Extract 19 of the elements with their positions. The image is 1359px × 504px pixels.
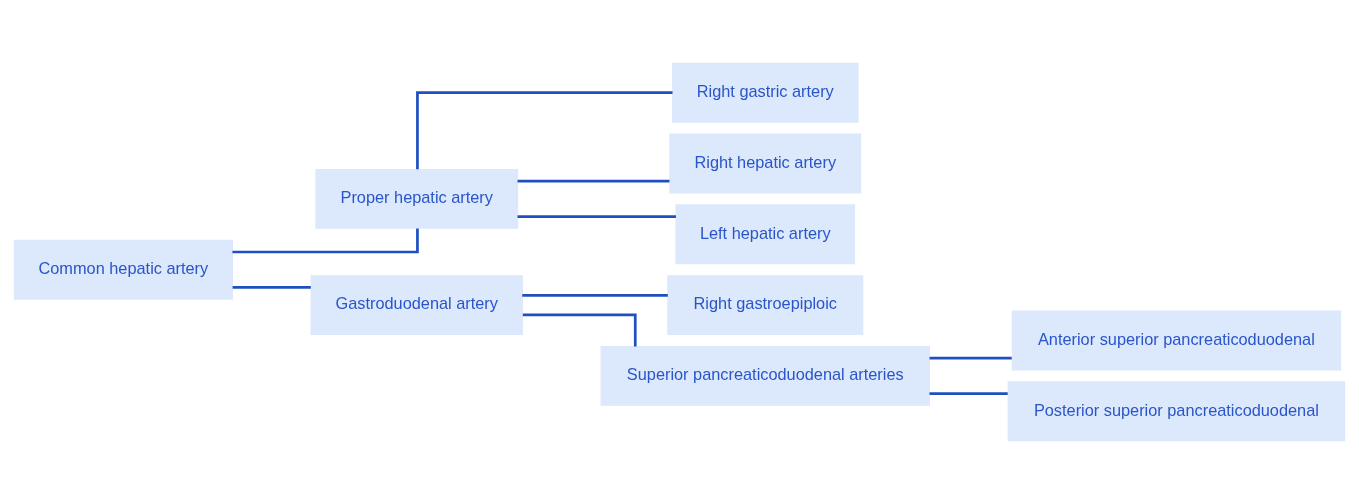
node-box: Left hepatic artery xyxy=(675,204,856,265)
node-box: Right hepatic artery xyxy=(669,133,862,194)
connector xyxy=(929,356,1012,360)
node-box: Superior pancreaticoduodenal arteries xyxy=(600,345,930,406)
connector xyxy=(232,286,311,289)
connector xyxy=(929,392,1008,395)
node-box: Right gastroepiploic xyxy=(667,275,864,336)
node-box: Common hepatic artery xyxy=(13,239,233,300)
node-box: Posterior superior pancreaticoduodenal xyxy=(1007,381,1346,442)
connector xyxy=(416,91,673,170)
connector xyxy=(232,228,419,254)
node-box: Right gastric artery xyxy=(672,62,859,123)
connector xyxy=(522,313,637,347)
connector xyxy=(517,215,676,218)
node-box: Proper hepatic artery xyxy=(315,168,519,229)
node-box: Gastroduodenal artery xyxy=(310,275,523,336)
connector xyxy=(517,179,670,183)
node-box: Anterior superior pancreaticoduodenal xyxy=(1011,310,1342,371)
connector xyxy=(522,293,668,297)
